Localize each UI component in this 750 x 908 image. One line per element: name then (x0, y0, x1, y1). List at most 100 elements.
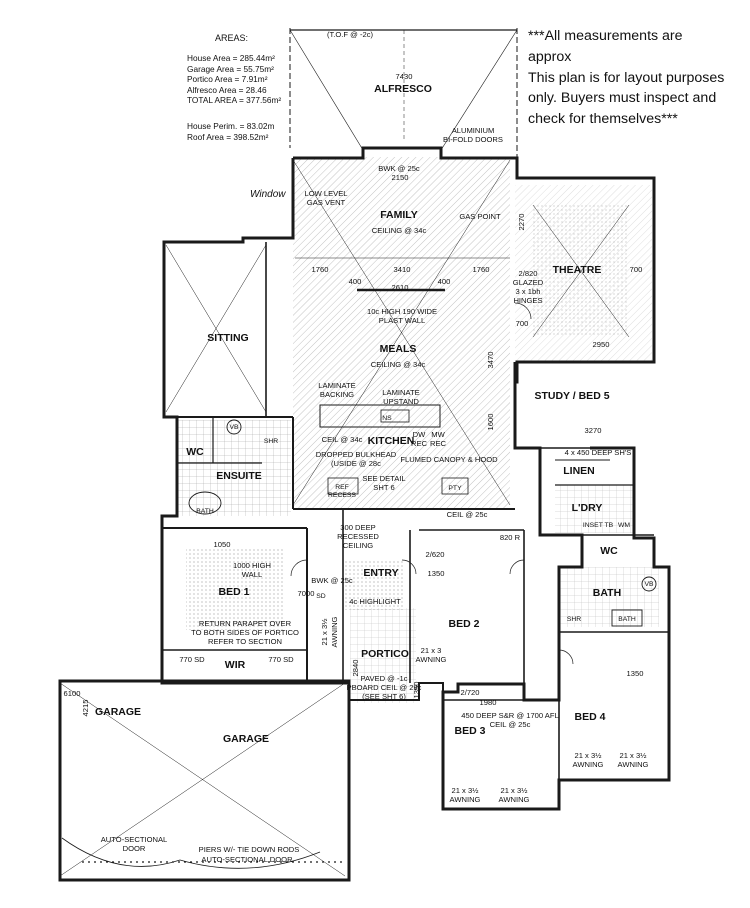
inset-tub-label: INSET TB (583, 522, 614, 529)
house-perimeter: House Perim. = 83.02m (187, 121, 275, 131)
meals-ceiling: CEILING @ 34c (371, 360, 426, 369)
ensuite-shower-label: SHR (264, 438, 278, 445)
see-detail-2: SHT 6 (373, 483, 394, 492)
dim-1600: 1600 (486, 414, 495, 431)
dim-2840: 2840 (351, 660, 360, 677)
kitchen-island (319, 404, 441, 428)
walls (58, 28, 671, 882)
main-bath-tub (611, 609, 643, 627)
disclaimer-note: ***All measurements are approx This plan… (528, 26, 746, 130)
shelves-note: 4 x 450 DEEP SH'S (565, 448, 632, 457)
theatre-door-swing (514, 302, 532, 320)
flumed-canopy: FLUMED CANOPY & HOOD (400, 455, 498, 464)
glazed-4: HINGES (513, 296, 542, 305)
room-wir: WIR (225, 659, 246, 671)
pantry-box (441, 477, 469, 495)
awning-bed3-a2: AWNING (450, 795, 481, 804)
vanity-basin-label-2: VB (644, 581, 654, 588)
plan-annotations: (T.O.F @ -2c) 7430 ALUMINIUM BI-FOLD DOO… (64, 30, 649, 864)
room-bed4: BED 4 (575, 711, 606, 723)
dim-1980: 1980 (480, 698, 497, 707)
room-portico: PORTICO (361, 648, 409, 660)
ensuite-bath-label: BATH (196, 508, 214, 515)
alfresco-roof-line-2 (440, 29, 518, 151)
dim-3270: 3270 (585, 426, 602, 435)
room-family: FAMILY (380, 209, 418, 221)
auto-door-south: AUTO-SECTIONAL DOOR (201, 855, 293, 864)
living-ceiling-lines (292, 159, 511, 506)
dim-1760-right: 1760 (473, 265, 490, 274)
window-note: Window (250, 189, 286, 200)
entry-door-swing (401, 559, 417, 575)
ensuite-bath-tub (188, 491, 222, 515)
awning-bed4-b2: AWNING (618, 760, 649, 769)
kitchen-sink (380, 409, 410, 423)
disclaimer-line-2: approx (528, 48, 572, 65)
alu-doors-2: BI-FOLD DOORS (443, 135, 503, 144)
shelf-rail-1: 450 DEEP S&R @ 1700 AFL (461, 711, 558, 720)
alfresco-roof-line-1 (289, 29, 364, 151)
dim-400-left: 400 (349, 277, 362, 286)
bwk-family: BWK @ 25c (378, 164, 420, 173)
dim-2610: 2610 (392, 283, 409, 292)
shelf-rail-2: CEIL @ 25c (490, 720, 531, 729)
plast-wall-1: 10c HIGH 190 WIDE (367, 307, 437, 316)
dim-1350-bed2: 1350 (428, 569, 445, 578)
dim-1000-wall-2: WALL (242, 570, 262, 579)
outer-wall-east (441, 362, 671, 811)
garage-area: Garage Area = 55.75m² (187, 63, 274, 74)
room-study: STUDY / BED 5 (534, 390, 609, 402)
dim-1050: 1050 (214, 540, 231, 549)
awning-bed2-2: AWNING (416, 655, 447, 664)
auto-door-west-2: DOOR (123, 844, 146, 853)
room-alfresco: ALFRESCO (374, 83, 432, 95)
laundry-tiles (555, 485, 635, 533)
piers-note: PIERS W/- TIE DOWN RODS (199, 845, 300, 854)
laminate-upstand-2: UPSTAND (383, 397, 419, 406)
alfresco-width: 7430 (396, 72, 413, 81)
dim-770-left: 770 SD (179, 655, 205, 664)
room-bath: BATH (593, 587, 621, 599)
fixture-labels: BATH BATH VB VB NS WM INSET TB SHR SHR R… (196, 415, 654, 623)
recessed-ceiling-2: RECESSED (337, 532, 379, 541)
dim-2150: 2150 (392, 173, 409, 182)
dim-2720: 2/720 (460, 688, 479, 697)
room-bed3: BED 3 (455, 725, 486, 737)
paved-note-3: (SEE SHT 6) (362, 692, 406, 701)
bath-vanity-basin (641, 576, 657, 592)
auto-door-west-1: AUTO-SECTIONAL (101, 835, 168, 844)
room-garage-label-2: GARAGE (223, 733, 269, 745)
dim-2620: 2/620 (425, 550, 444, 559)
theatre-700-right: 700 (630, 265, 643, 274)
fridge-recess-label: RECESS (328, 492, 356, 499)
disclaimer-line-1: ***All measurements are (528, 28, 683, 44)
portico-paving (350, 608, 416, 703)
awning-portico-1: 21 x 3½ (320, 618, 329, 646)
dim-2270: 2270 (517, 214, 526, 231)
portico-wall (349, 682, 444, 701)
room-ensuite: ENSUITE (216, 470, 262, 482)
laminate-upstand-1: LAMINATE (382, 388, 419, 397)
fridge-ref-label: REF (335, 484, 349, 491)
living-floor-hatch (293, 157, 510, 509)
dim-770-right: 770 SD (268, 655, 294, 664)
dishwasher-label: DW (413, 430, 426, 439)
see-detail-1: SEE DETAIL (362, 474, 405, 483)
glazed-1: 2/820 (518, 269, 537, 278)
dropped-bulkhead-1: DROPPED BULKHEAD (316, 450, 397, 459)
room-sitting: SITTING (207, 332, 248, 344)
washing-machine-label: WM (618, 522, 630, 529)
family-ceiling: CEILING @ 34c (372, 226, 427, 235)
alu-doors-1: ALUMINIUM (452, 126, 495, 135)
room-meals: MEALS (380, 343, 417, 355)
bed4-door-swing (558, 649, 574, 665)
sink-ns-label: NS (382, 415, 392, 422)
fridge-recess (327, 477, 359, 495)
low-level-vent-2: GAS VENT (307, 198, 346, 207)
room-wc: WC (600, 545, 618, 557)
theatre-ceiling-lines (532, 204, 630, 338)
laminate-backing-1: LAMINATE (318, 381, 355, 390)
low-level-vent-1: LOW LEVEL (304, 189, 347, 198)
room-entry: ENTRY (363, 567, 398, 579)
recessed-ceiling-1: 300 DEEP (340, 523, 375, 532)
